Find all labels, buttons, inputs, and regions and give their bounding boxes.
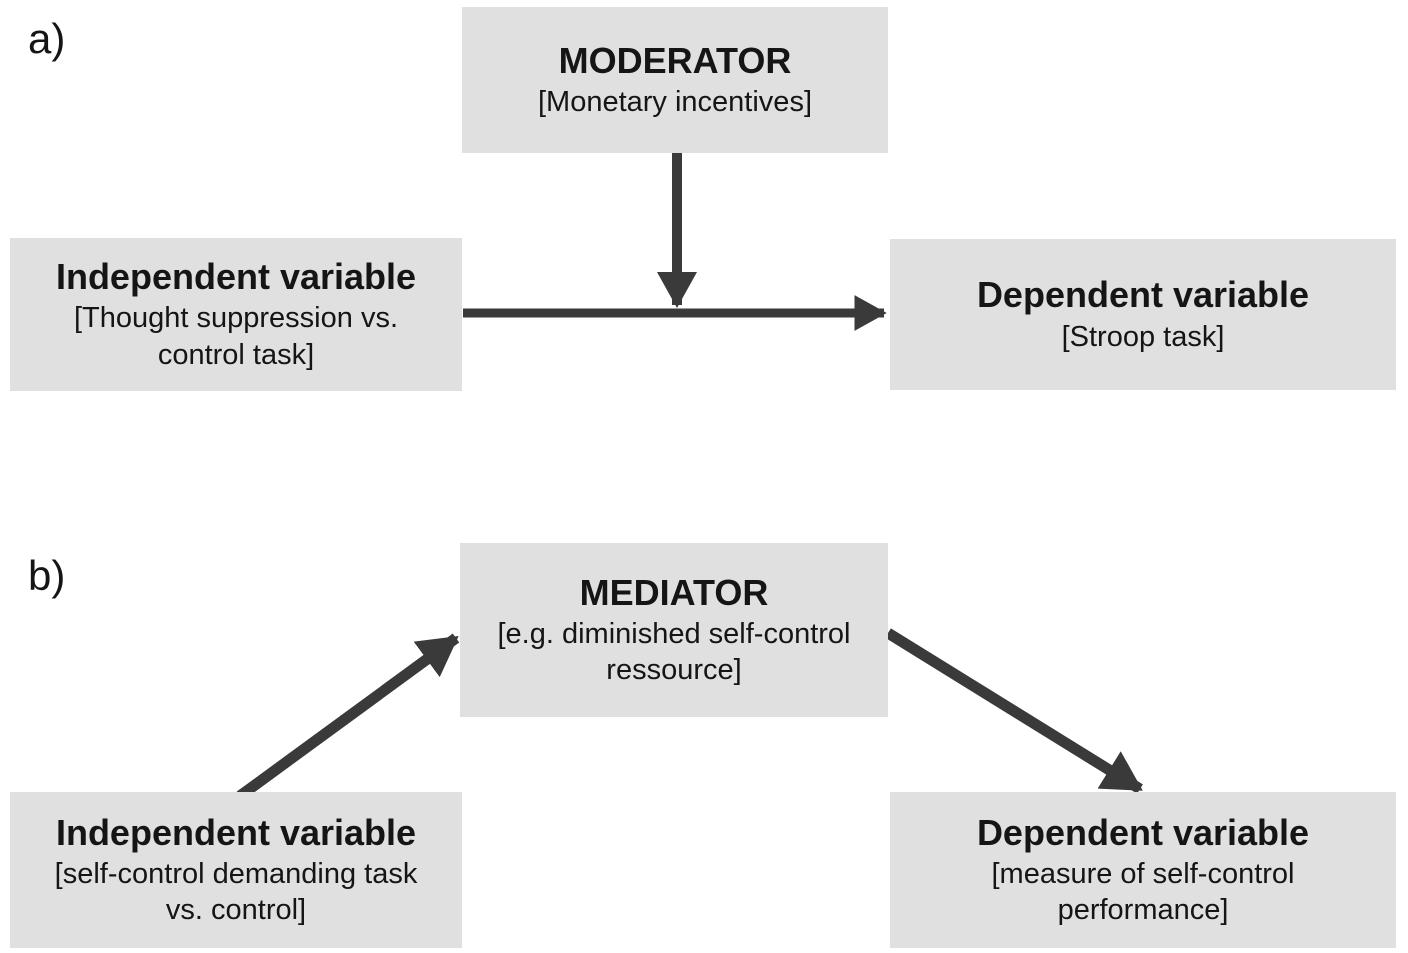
dependent-variable-b-subtitle: [measure of self-control performance] — [991, 857, 1295, 927]
independent-variable-b-subtitle: [self-control demanding task vs. control… — [54, 857, 418, 927]
dependent-variable-box-a: Dependent variable [Stroop task] — [890, 239, 1396, 390]
mediator-box: MEDIATOR [e.g. diminished self-control r… — [460, 543, 888, 717]
dependent-variable-b-title: Dependent variable — [976, 811, 1310, 853]
iv-to-mediator-arrow — [236, 633, 460, 801]
independent-variable-a-title: Independent variable — [55, 256, 417, 298]
mediator-subtitle: [e.g. diminished self-control ressource] — [497, 617, 851, 687]
moderator-title: MODERATOR — [558, 39, 792, 81]
mediator-to-dv-arrow — [885, 628, 1143, 794]
moderator-subtitle: [Monetary incentives] — [537, 86, 812, 119]
moderator-box: MODERATOR [Monetary incentives] — [462, 7, 888, 153]
independent-variable-b-title: Independent variable — [55, 811, 417, 853]
mediator-title: MEDIATOR — [579, 571, 769, 613]
dependent-variable-box-b: Dependent variable [measure of self-cont… — [890, 792, 1396, 948]
dependent-variable-a-title: Dependent variable — [976, 274, 1310, 316]
independent-variable-a-subtitle: [Thought suppression vs. control task] — [73, 302, 398, 371]
panel-b-label: b) — [28, 552, 66, 599]
dependent-variable-a-subtitle: [Stroop task] — [1061, 320, 1225, 353]
independent-variable-box-a: Independent variable [Thought suppressio… — [10, 238, 462, 391]
panel-a-label: a) — [28, 15, 66, 62]
independent-variable-box-b: Independent variable [self-control deman… — [10, 792, 462, 948]
